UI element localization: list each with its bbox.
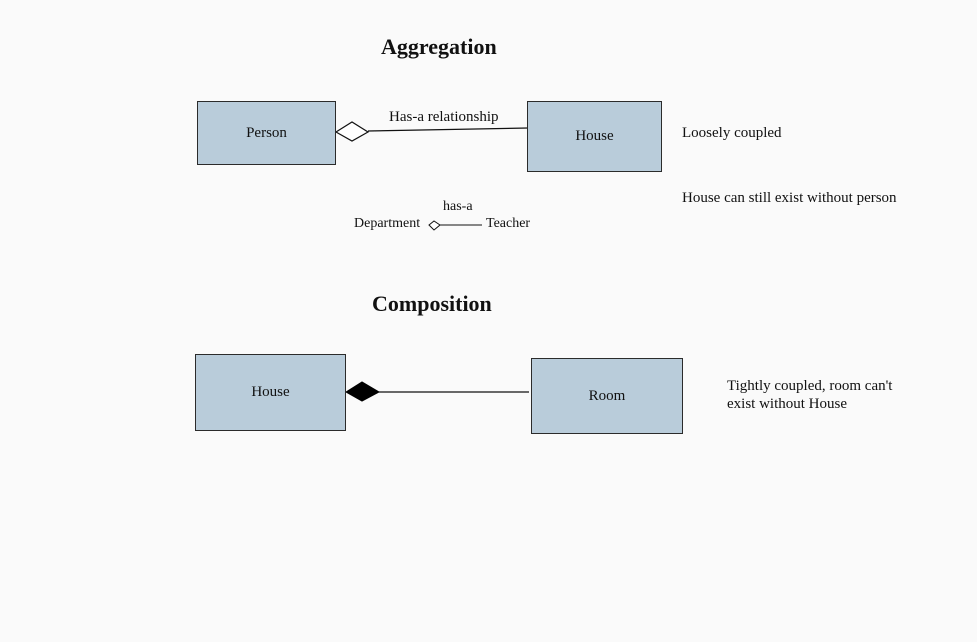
has-a-label: has-a — [443, 199, 473, 214]
room-box: Room — [531, 358, 683, 434]
composition-title: Composition — [372, 291, 492, 316]
filled-diamond-icon — [345, 381, 381, 402]
house-exists-note: House can still exist without person — [682, 190, 897, 206]
person-box: Person — [197, 101, 336, 165]
small-hollow-diamond-icon — [428, 220, 441, 231]
house-box-label: House — [251, 384, 290, 400]
department-label: Department — [354, 216, 421, 231]
aggregation-line — [367, 127, 529, 132]
house-box-aggregation: House — [527, 101, 662, 172]
tightly-coupled-note: Tightly coupled, room can't exist withou… — [727, 377, 892, 413]
relationship-label: Has-a relationship — [389, 109, 499, 125]
aggregation-title: Aggregation — [381, 34, 497, 59]
teacher-label: Teacher — [486, 216, 531, 231]
hollow-diamond-icon — [334, 121, 370, 142]
tightly-coupled-note-line-1: Tightly coupled, room can't — [727, 378, 893, 394]
room-box-label: Room — [588, 387, 626, 404]
person-box-label: Person — [246, 124, 287, 141]
house-box-label: House — [575, 128, 614, 144]
tightly-coupled-note-line-2: exist without House — [727, 396, 847, 412]
house-box-composition: House — [195, 354, 346, 431]
loosely-coupled-note: Loosely coupled — [682, 125, 782, 141]
